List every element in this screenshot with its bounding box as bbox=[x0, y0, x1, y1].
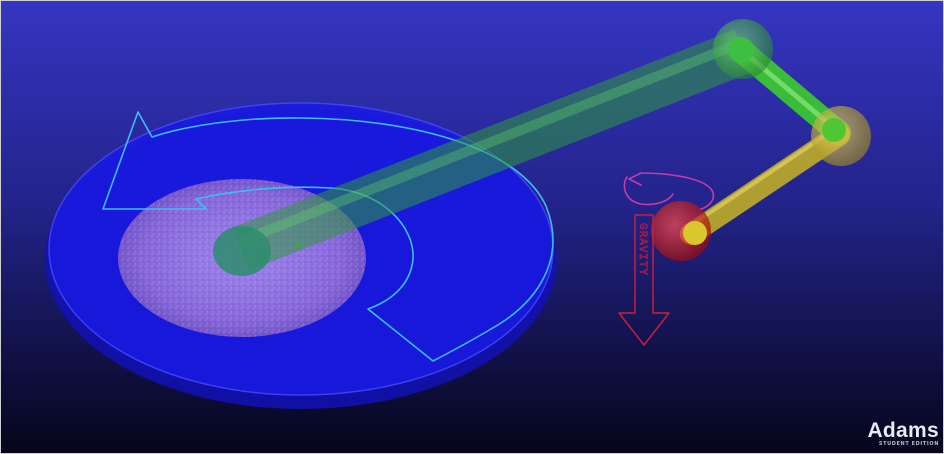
torque-marker-icon[interactable] bbox=[623, 172, 715, 210]
rocker-link[interactable] bbox=[680, 124, 850, 245]
rocker-link-body bbox=[680, 124, 850, 245]
joint-ground-core bbox=[683, 221, 707, 245]
joint-right-core bbox=[822, 118, 846, 142]
crank-hub-cap bbox=[213, 226, 271, 276]
joint-right[interactable] bbox=[811, 106, 871, 166]
rocker-link-highlight bbox=[685, 127, 837, 230]
adams-logo: Adams STUDENT EDITION bbox=[867, 420, 939, 447]
gravity-label: GRAVITY bbox=[636, 223, 648, 276]
joint-ground-sphere bbox=[651, 201, 711, 261]
joint-top-core bbox=[728, 37, 754, 63]
gravity-indicator[interactable]: GRAVITY bbox=[618, 214, 670, 346]
crank-hub-marker-icon bbox=[295, 242, 301, 248]
crank-link[interactable] bbox=[213, 29, 752, 276]
joint-top[interactable] bbox=[713, 19, 773, 79]
crank-link-body bbox=[232, 29, 752, 271]
motion-arrow-icon[interactable] bbox=[102, 111, 554, 362]
brand-name: Adams bbox=[867, 419, 939, 442]
brand-edition: STUDENT EDITION bbox=[878, 441, 939, 447]
crank-link-highlight bbox=[239, 38, 743, 246]
gravity-arrow-icon bbox=[618, 214, 670, 346]
joint-ground[interactable] bbox=[651, 201, 711, 261]
